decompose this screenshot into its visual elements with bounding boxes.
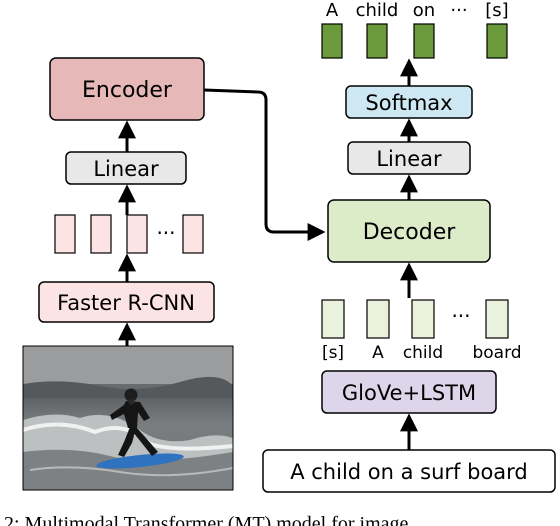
output-token-vector xyxy=(486,23,508,59)
feature-vector xyxy=(182,214,204,254)
decoder-box: Decoder xyxy=(327,199,491,263)
input-ellipsis: ··· xyxy=(451,304,470,328)
output-ellipsis: ··· xyxy=(450,0,467,21)
left-linear-label: Linear xyxy=(93,157,159,181)
input-token-vector xyxy=(321,299,345,339)
input-token-vector xyxy=(485,299,509,339)
input-token-vector xyxy=(411,299,435,339)
output-token-vector xyxy=(366,23,388,59)
feature-vector xyxy=(126,214,148,254)
input-image xyxy=(22,345,234,491)
output-token-label: A xyxy=(326,0,339,21)
softmax-label: Softmax xyxy=(365,91,452,115)
figure-caption-text: 2: Multimodal Transformer (MT) model for… xyxy=(4,513,409,526)
softmax-box: Softmax xyxy=(345,85,473,119)
left-linear-box: Linear xyxy=(65,151,187,185)
output-tokens: A child on ··· [s] xyxy=(321,0,509,59)
feature-vector xyxy=(90,214,112,254)
right-linear-box: Linear xyxy=(347,141,471,175)
input-sentence-box: A child on a surf board xyxy=(262,449,556,493)
output-token-vector xyxy=(413,23,435,59)
output-token-label: on xyxy=(413,0,435,21)
input-token-vector xyxy=(366,299,390,339)
feature-vector xyxy=(54,214,76,254)
output-token-label: [s] xyxy=(485,0,508,21)
feature-vectors: ··· xyxy=(54,214,204,254)
glove-lstm-box: GloVe+LSTM xyxy=(321,370,497,414)
output-token-vector xyxy=(321,23,343,59)
input-token-label: [s] xyxy=(322,343,344,363)
input-sentence: A child on a surf board xyxy=(290,460,528,484)
encoder-box: Encoder xyxy=(49,57,205,121)
faster-rcnn-box: Faster R-CNN xyxy=(38,281,215,323)
input-token-label: child xyxy=(403,343,443,363)
right-linear-label: Linear xyxy=(376,147,442,171)
faster-rcnn-label: Faster R-CNN xyxy=(57,291,195,315)
features-ellipsis: ··· xyxy=(156,221,175,245)
decoder-label: Decoder xyxy=(363,220,457,245)
encoder-label: Encoder xyxy=(82,78,173,103)
arrow-encoder-to-decoder xyxy=(203,88,326,241)
input-token-label: A xyxy=(372,343,384,363)
output-token-label: child xyxy=(356,0,399,21)
figure-caption: 2: Multimodal Transformer (MT) model for… xyxy=(4,506,560,526)
glove-lstm-label: GloVe+LSTM xyxy=(342,381,476,405)
input-token-label: board xyxy=(472,343,521,363)
input-tokens: ··· [s] A child board xyxy=(321,299,522,363)
